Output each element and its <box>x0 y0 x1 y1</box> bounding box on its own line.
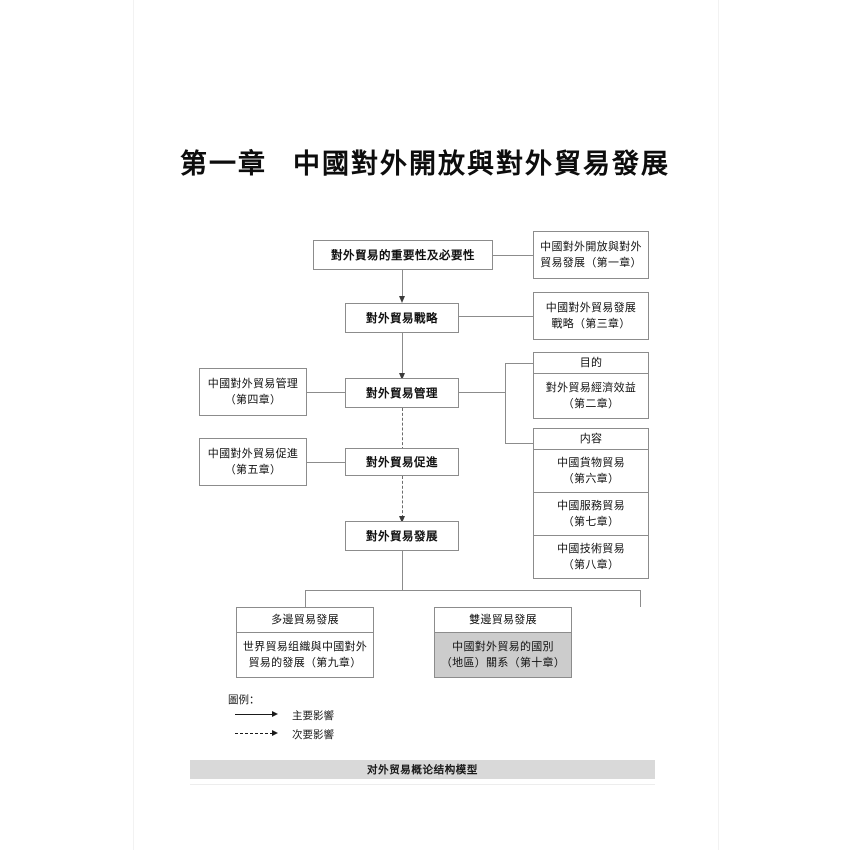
node-label-line1: 中國對外貿易促進 <box>207 447 299 461</box>
node-label: 對外貿易戰略 <box>366 310 438 325</box>
node-china-trade-dev-strategy[interactable]: 中國對外貿易發展 戰略（第三章） <box>533 292 649 340</box>
node-trade-importance[interactable]: 對外貿易的重要性及必要性 <box>313 240 493 270</box>
node-label: 對外貿易促進 <box>366 454 438 469</box>
node-label-line1: 對外貿易經濟效益 <box>545 381 637 395</box>
node-label-line2: （第二章） <box>562 397 620 410</box>
node-label-line2: （第四章） <box>224 393 282 406</box>
node-label-line1: 中國對外開放與對外 <box>540 240 642 254</box>
connector-bottom-left-drop <box>305 590 306 607</box>
node-label-line1: 中國技術貿易 <box>557 542 625 556</box>
node-china-technology-trade[interactable]: 中國技術貿易 （第八章） <box>533 535 649 579</box>
connector-left-management <box>307 392 345 393</box>
connector-bottom-bar <box>305 590 641 591</box>
node-trade-management[interactable]: 對外貿易管理 <box>345 378 459 408</box>
chapter-number: 第一章 <box>180 149 267 180</box>
node-label-line1: 中國貨物貿易 <box>557 456 625 470</box>
connector-bracket-content <box>505 443 533 444</box>
node-china-trade-promotion[interactable]: 中國對外貿易促進 （第五章） <box>199 438 307 486</box>
group-header-content: 内容 <box>533 428 649 450</box>
node-trade-promotion[interactable]: 對外貿易促進 <box>345 448 459 476</box>
connector-development-down <box>402 551 403 590</box>
node-label-line2: （第八章） <box>562 558 620 571</box>
connector-right-bracket <box>505 363 506 443</box>
connector-importance-right <box>493 255 533 256</box>
connector-strategy-right <box>459 316 533 317</box>
node-china-country-region-relations[interactable]: 中國對外貿易的國別 （地區）關系（第十章） <box>434 632 572 678</box>
group-header-purpose: 目的 <box>533 352 649 374</box>
node-china-trade-management[interactable]: 中國對外貿易管理 （第四章） <box>199 368 307 416</box>
connector-left-promotion <box>307 462 345 463</box>
connector-management-promotion <box>402 408 403 450</box>
connector-strategy-management <box>402 333 403 375</box>
legend-dashed-arrow-icon <box>272 729 278 736</box>
node-label-line2: 貿易發展（第一章） <box>540 256 642 269</box>
node-label-line2: 貿易的發展（第九章） <box>248 656 362 669</box>
legend-solid-arrow-icon <box>272 710 278 717</box>
connector-importance-strategy <box>402 270 403 298</box>
caption-rule <box>190 784 655 785</box>
chapter-title-text: 中國對外開放與對外貿易發展 <box>293 149 670 180</box>
node-china-goods-trade[interactable]: 中國貨物貿易 （第六章） <box>533 449 649 493</box>
legend-label-secondary: 次要影響 <box>292 729 334 741</box>
connector-bottom-right-drop <box>640 590 641 607</box>
group-header-label: 多邊貿易發展 <box>271 613 339 627</box>
arrow-promotion-development <box>398 516 405 523</box>
group-header-label: 内容 <box>579 432 603 446</box>
connector-management-right <box>459 392 505 393</box>
node-label: 對外貿易管理 <box>366 385 438 400</box>
group-header-multilateral: 多邊貿易發展 <box>236 607 374 633</box>
node-trade-strategy[interactable]: 對外貿易戰略 <box>345 303 459 333</box>
node-trade-economic-benefit[interactable]: 對外貿易經濟效益 （第二章） <box>533 373 649 419</box>
group-header-bilateral: 雙邊貿易發展 <box>434 607 572 633</box>
node-label-line2: （第五章） <box>224 463 282 476</box>
legend-label-primary: 主要影響 <box>292 710 334 722</box>
node-wto-china-trade-development[interactable]: 世界貿易组織與中國對外 貿易的發展（第九章） <box>236 632 374 678</box>
node-label: 對外貿易的重要性及必要性 <box>331 247 475 262</box>
connector-promotion-development <box>402 476 403 518</box>
node-china-opening-development[interactable]: 中國對外開放與對外 貿易發展（第一章） <box>533 231 649 279</box>
node-label: 對外貿易發展 <box>366 528 438 543</box>
legend-title: 圖例： <box>228 694 260 706</box>
arrow-strategy-management <box>398 373 405 380</box>
node-label-line1: 中國對外貿易管理 <box>207 377 299 391</box>
arrow-importance-strategy <box>398 296 405 303</box>
node-label-line1: 中國對外貿易發展 <box>545 301 637 315</box>
connector-bracket-purpose <box>505 363 533 364</box>
node-label-line1: 中國服務貿易 <box>557 499 625 513</box>
page-sheet <box>133 0 719 850</box>
node-china-services-trade[interactable]: 中國服務貿易 （第七章） <box>533 492 649 536</box>
group-header-label: 雙邊貿易發展 <box>469 613 537 627</box>
node-label-line1: 世界貿易组織與中國對外 <box>242 640 368 654</box>
legend-solid-line <box>235 714 273 715</box>
node-label-line1: 中國對外貿易的國別 <box>452 640 554 654</box>
node-trade-development[interactable]: 對外貿易發展 <box>345 521 459 551</box>
legend-dashed-line <box>235 733 273 734</box>
node-label-line2: 戰略（第三章） <box>551 317 631 330</box>
node-label-line2: （地區）關系（第十章） <box>440 656 566 669</box>
page-title: 第一章中國對外開放與對外貿易發展 <box>0 142 850 181</box>
group-header-label: 目的 <box>579 356 603 370</box>
figure-caption: 对外贸易概论结构模型 <box>190 760 655 779</box>
node-label-line2: （第七章） <box>562 515 620 528</box>
node-label-line2: （第六章） <box>562 472 620 485</box>
